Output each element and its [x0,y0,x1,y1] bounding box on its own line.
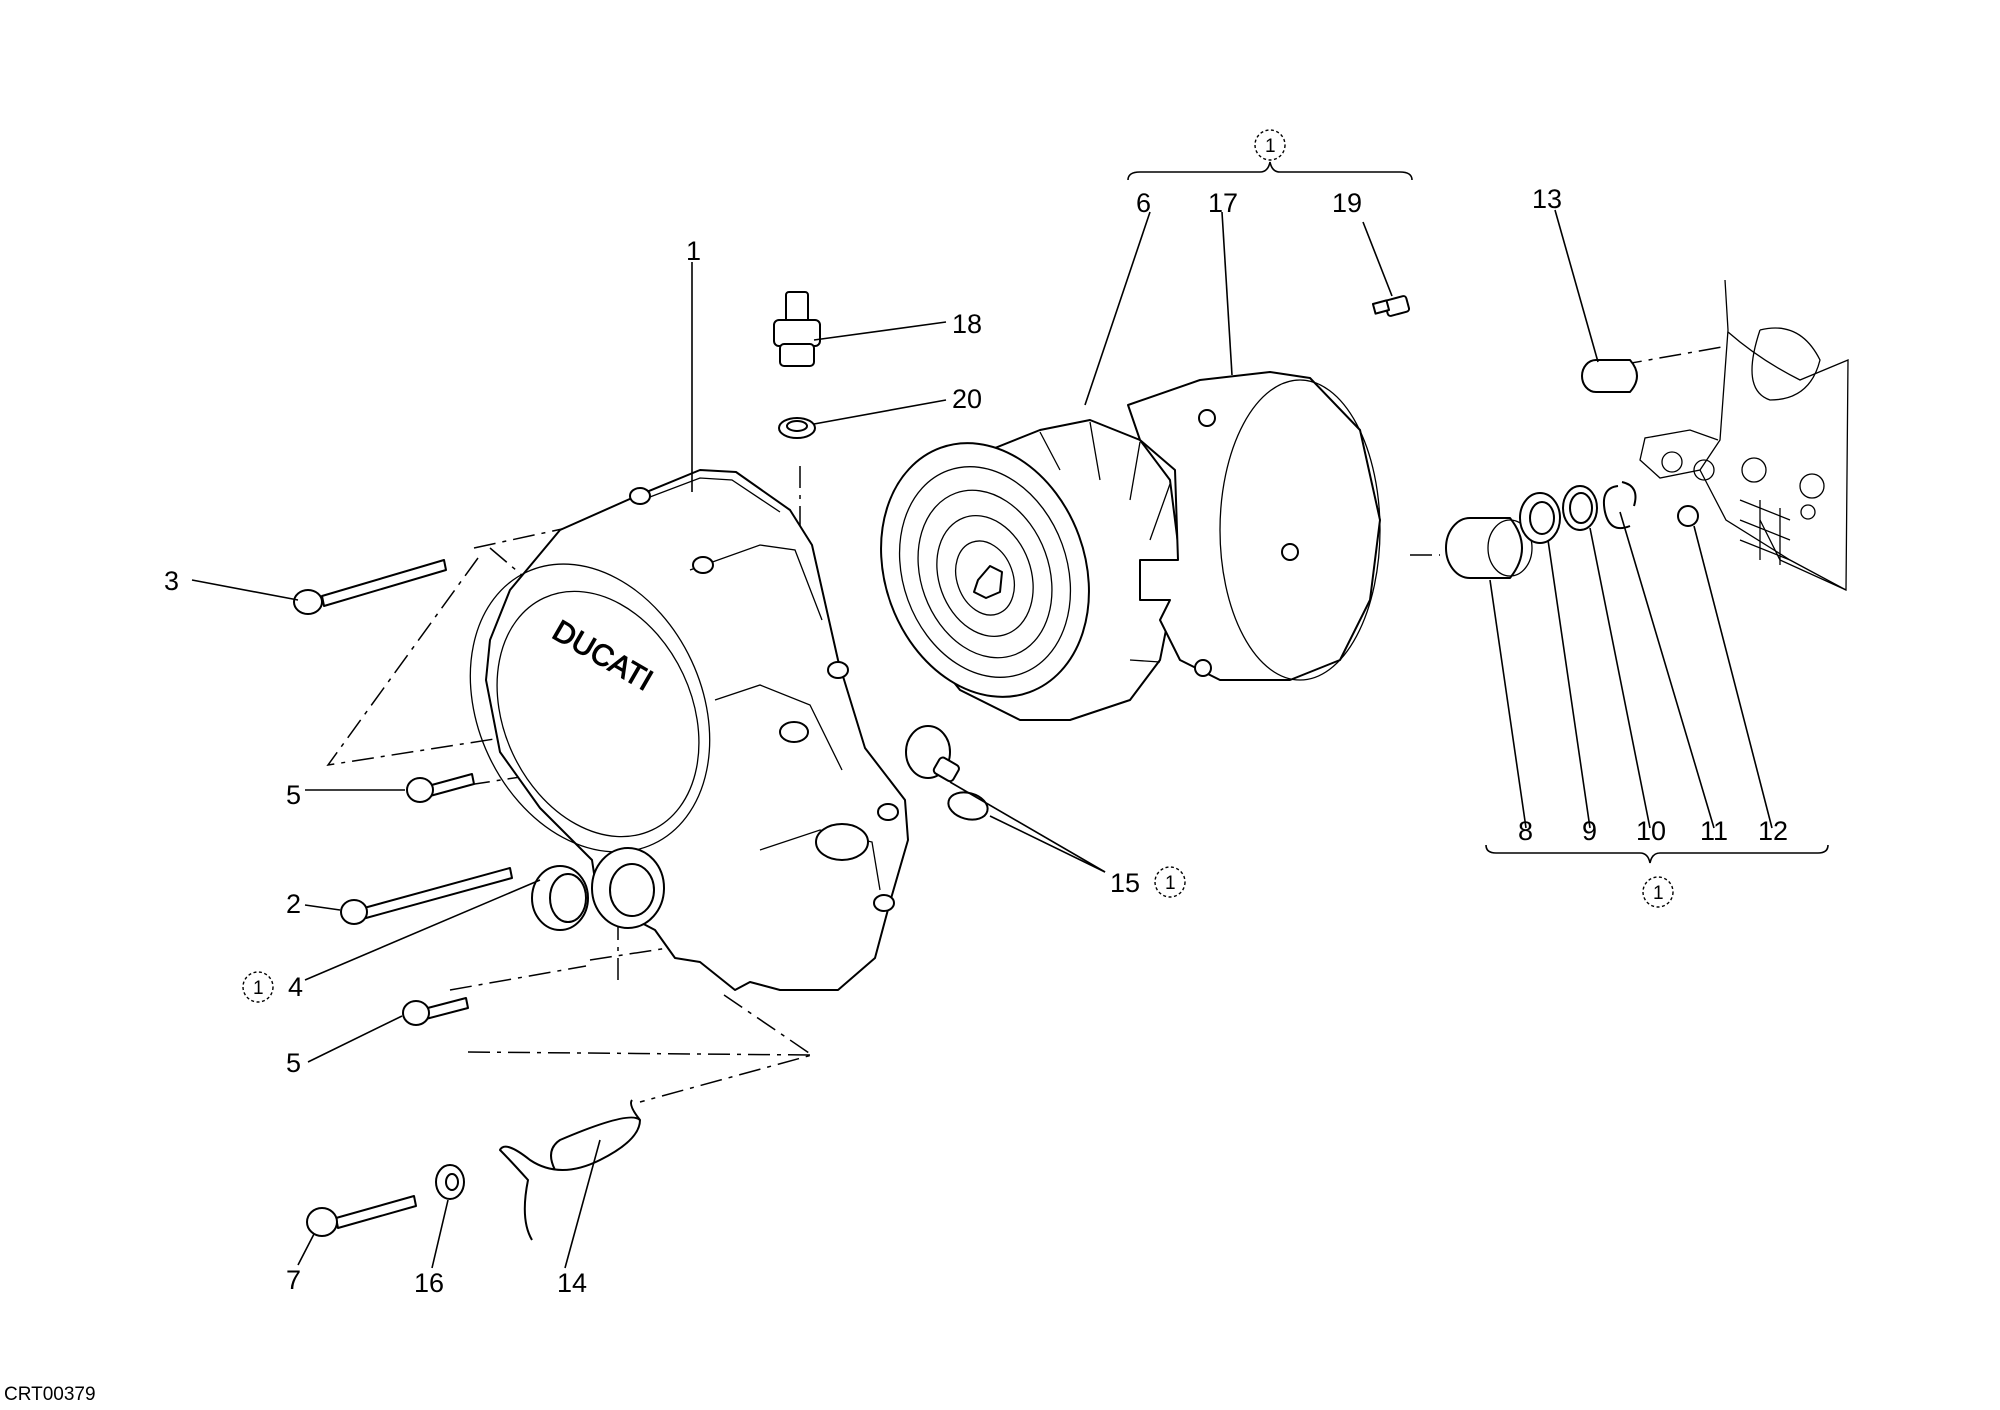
callout-10: 10 [1636,816,1666,846]
callout-8: 8 [1518,816,1533,846]
callout-7: 7 [286,1265,301,1295]
callout-6: 6 [1136,188,1151,218]
oring-12 [1677,505,1699,527]
callout-15: 15 [1110,868,1140,898]
washer-16 [435,1164,465,1200]
clutch-drum-cover [1127,371,1381,681]
svg-text:1: 1 [1653,883,1664,904]
reference-mark-top: 1 [1254,129,1286,161]
callout-19: 19 [1332,188,1362,218]
drawing-code: CRT00379 [4,1384,96,1405]
leader-lines [191,209,1773,1269]
clutch-cover: DUCATI [469,469,909,991]
crankcase-fragment [1639,279,1849,592]
callout-4: 4 [288,972,303,1002]
callout-13: 13 [1532,184,1562,214]
top-group-bracket [1127,161,1413,181]
reference-mark-item4: 1 [242,971,274,1003]
svg-text:1: 1 [1165,873,1176,894]
callout-12: 12 [1758,816,1788,846]
callout-16: 16 [414,1268,444,1298]
callout-1: 1 [686,236,701,266]
callout-9: 9 [1582,816,1597,846]
callout-11: 11 [1700,816,1728,846]
dowel-13 [1581,359,1638,393]
wire-clip-14 [499,1099,641,1241]
cover-screw-5-lower [402,997,469,1026]
callout-3: 3 [164,566,179,596]
cover-screw-5-upper [406,773,475,803]
clutch-basket [880,419,1181,721]
circlip-11 [1602,481,1637,530]
callout-18: 18 [952,309,982,339]
temperature-sensor [773,291,821,367]
reference-mark-item15: 1 [1154,866,1186,898]
callout-5-upper: 5 [286,780,301,810]
svg-text:1: 1 [253,978,264,999]
callout-17: 17 [1208,188,1238,218]
callout-2: 2 [286,889,301,919]
svg-text:1: 1 [1265,136,1276,157]
callout-labels: 1 2 3 4 5 5 6 7 8 9 10 11 12 13 14 15 16… [164,184,1788,1298]
reference-mark-right: 1 [1642,876,1674,908]
cover-bolt-7 [306,1195,417,1237]
bushing-8 [1445,517,1533,579]
callout-5-lower: 5 [286,1048,301,1078]
sensor-washer [778,417,816,439]
spacer-9 [1519,492,1561,544]
right-group-bracket [1485,844,1829,864]
cover-bolt-2 [340,867,513,925]
callout-20: 20 [952,384,982,414]
oil-seal [531,865,589,931]
drum-screw [1371,295,1411,317]
washer-10 [1562,485,1598,531]
callout-14: 14 [557,1268,587,1298]
cover-bolt-3 [293,559,447,615]
oil-filler-cap [905,725,989,821]
